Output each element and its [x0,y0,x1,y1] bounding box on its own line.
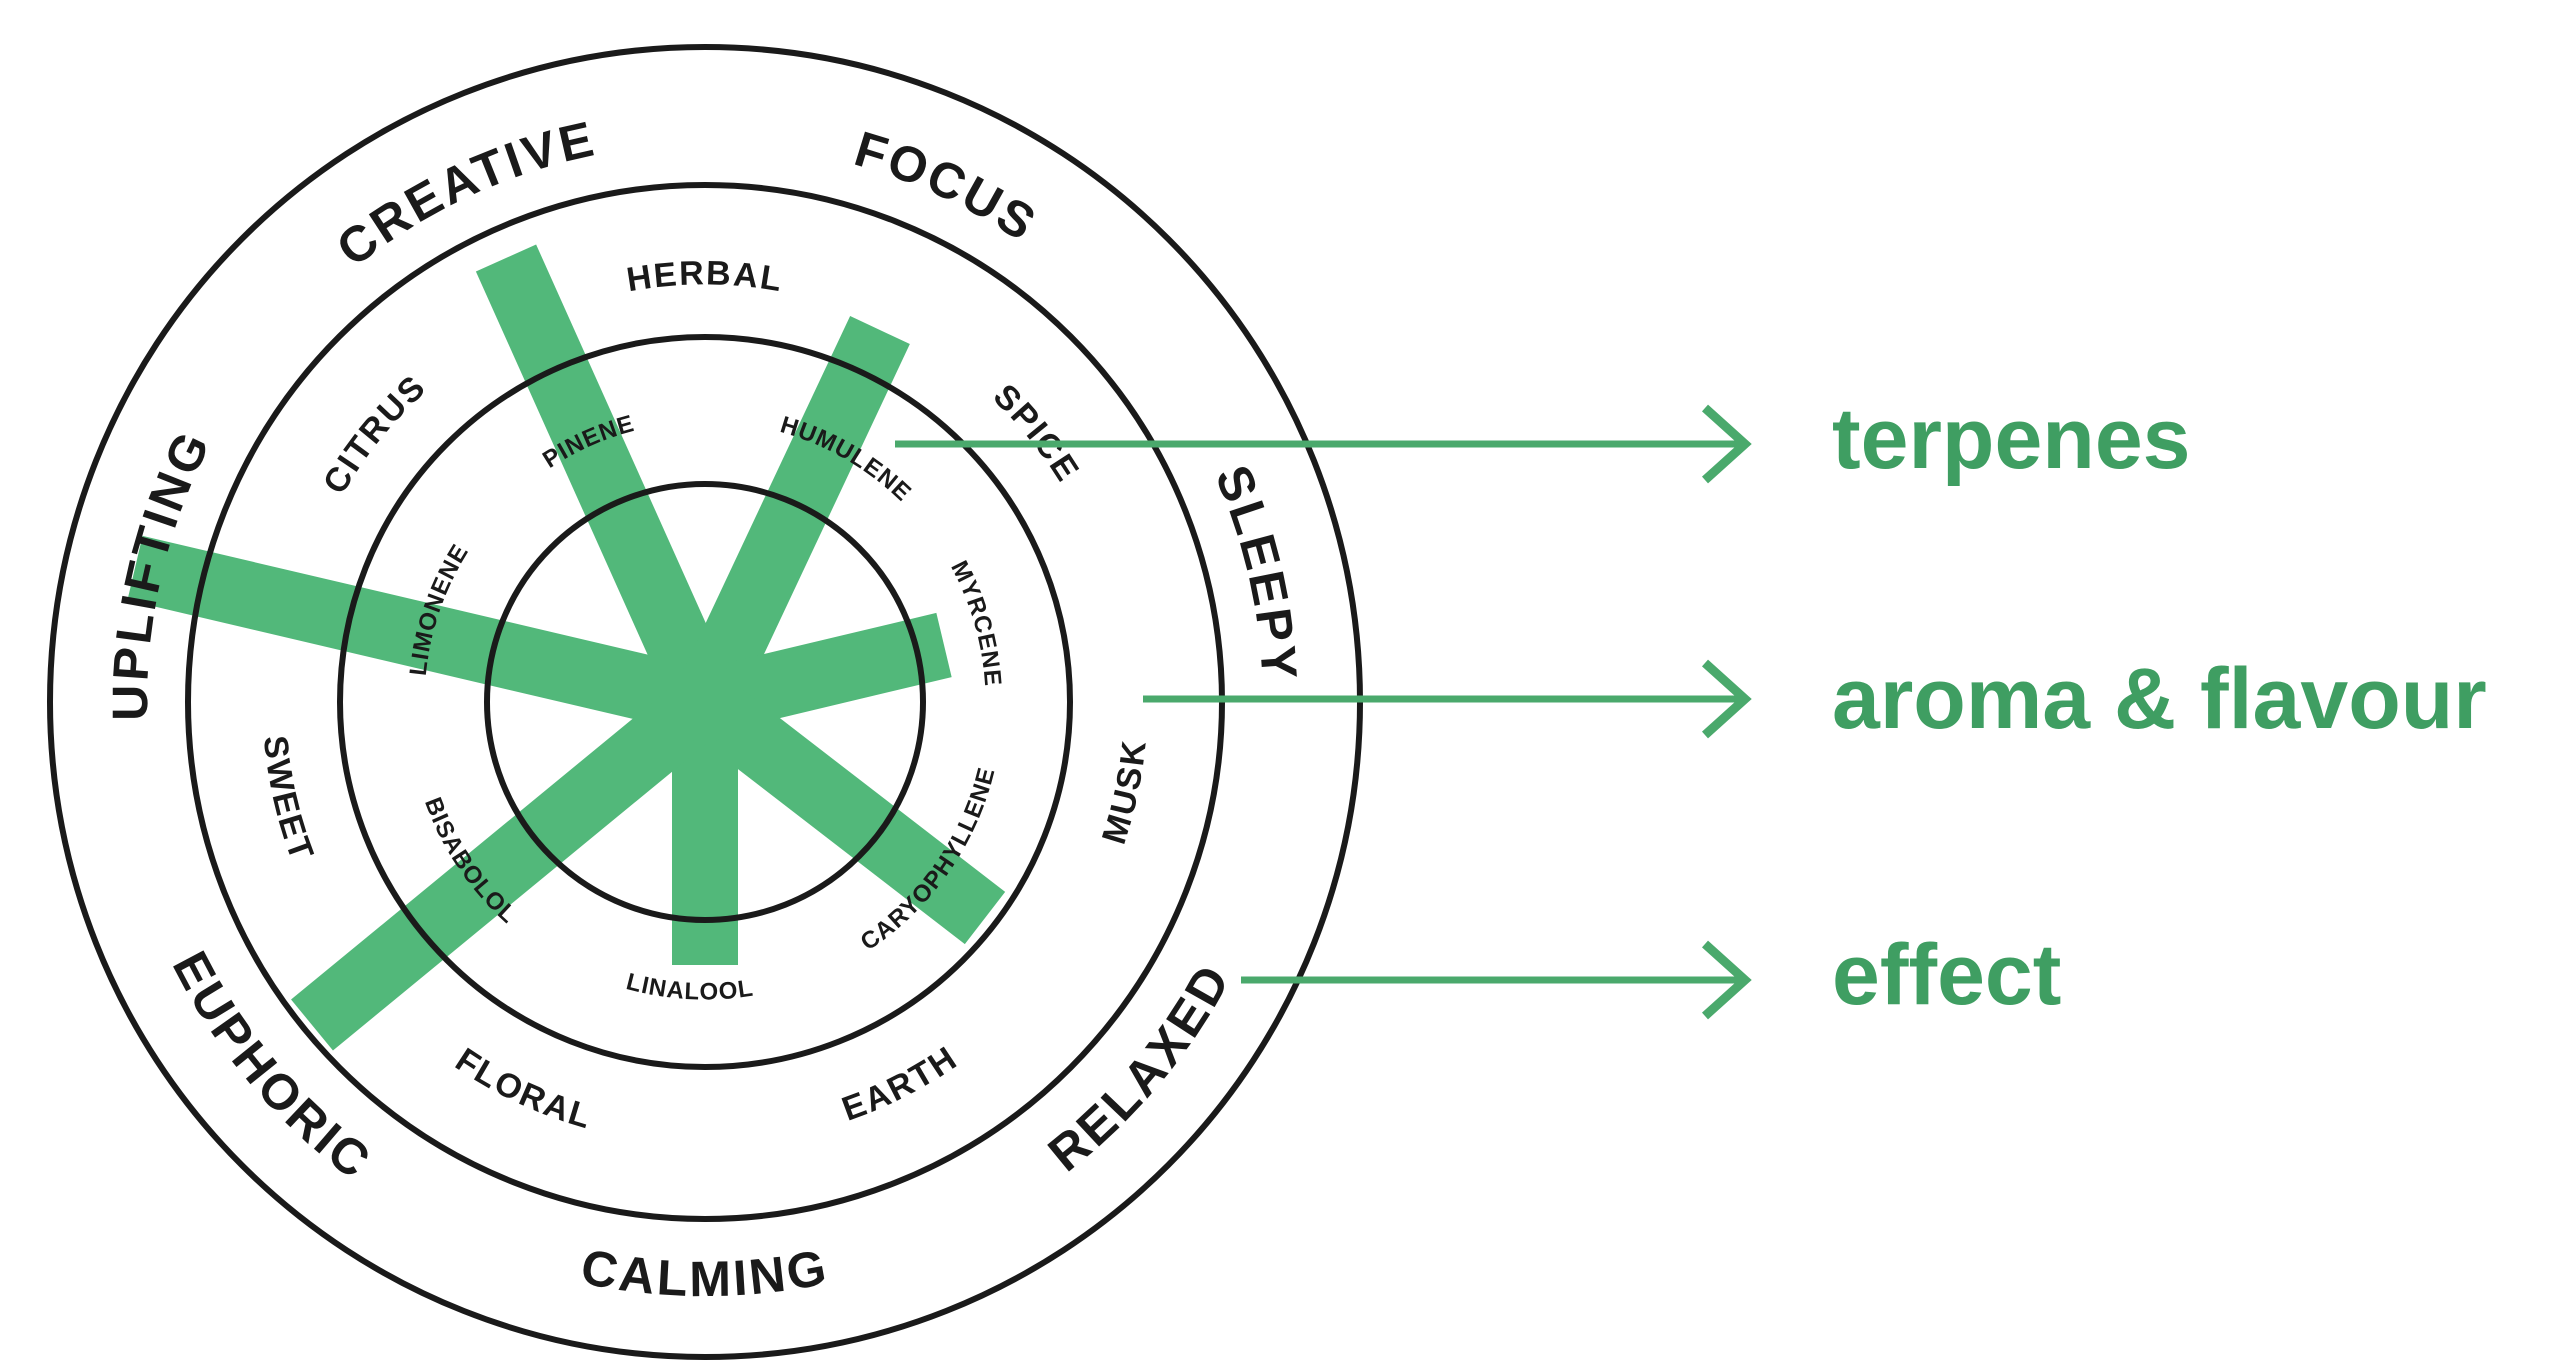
terpene-ring [337,334,1073,1070]
label-text: FOCUS [848,121,1044,253]
label-text: HERBAL [624,254,784,299]
arrow-head-icon [1701,404,1752,484]
terpene-bar [127,535,713,735]
aroma-label: EARTH [837,1039,965,1129]
terpene-bar [684,675,1006,945]
label-text: FLORAL [449,1041,595,1137]
label-text: CALMING [577,1238,830,1307]
terpene-label: MYRCENE [945,557,1006,688]
effect-label: CALMING [577,1238,833,1307]
effect-label: FOCUS [848,121,1047,253]
terpenes-arrow [895,404,1752,484]
label-text: SPICE [986,377,1085,489]
aroma-label: MUSK [1095,737,1154,848]
legend: terpenes aroma & flavour effect [895,391,2487,1023]
terpene-label: LINALOOL [624,968,756,1005]
label-text: MYRCENE [945,557,1005,688]
arrow-head-icon [1701,940,1752,1020]
label-text: MUSK [1095,737,1152,848]
label-text: LINALOOL [624,968,755,1005]
terpene-bar [675,315,910,717]
inner-ring [484,481,926,923]
terpene-bars [127,244,1006,1051]
legend-terpenes: terpenes [1832,391,2191,487]
aroma-label: FLORAL [449,1041,597,1137]
label-text: CREATIVE [326,110,598,277]
aroma-label: SWEET [256,734,322,867]
arrow-head-icon [1701,659,1752,739]
legend-aroma: aroma & flavour [1832,651,2487,747]
aroma-label: HERBAL [624,254,786,299]
label-text: EARTH [837,1039,963,1129]
legend-effect: effect [1832,927,2061,1023]
aroma-label: SPICE [986,377,1087,489]
effect-label: CREATIVE [326,110,601,277]
label-text: SWEET [256,734,320,867]
bar-hub [665,662,745,742]
terpene-bar [475,244,736,716]
terpene-bar [291,676,726,1051]
effect-arrow [1241,940,1752,1020]
aroma-arrow [1143,659,1752,739]
